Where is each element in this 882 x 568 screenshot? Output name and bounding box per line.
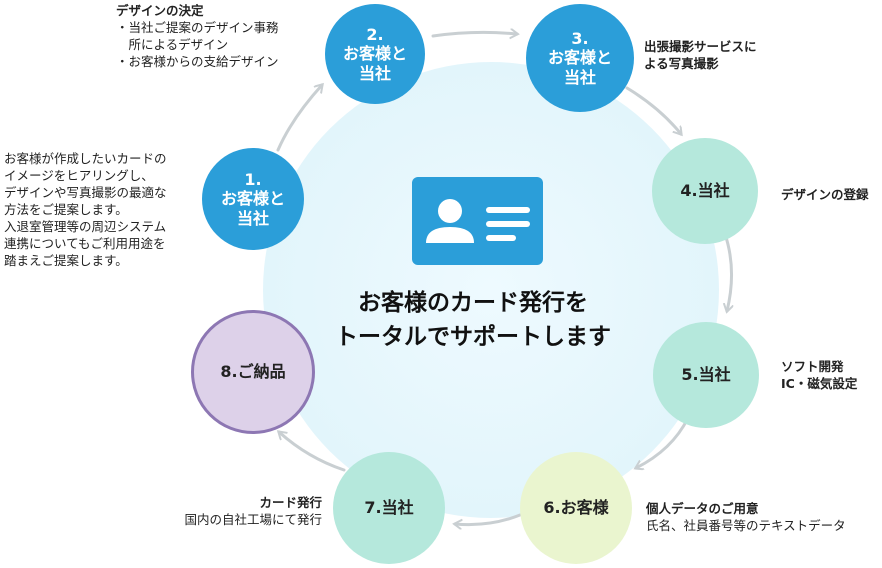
arrow-3-to-4 <box>625 86 681 134</box>
step-2-note-title: デザインの決定 <box>116 3 204 18</box>
step-5-note-line: IC・磁気設定 <box>781 376 858 391</box>
step-7-label: 7.当社 <box>364 498 414 518</box>
step-8-label: 8.ご納品 <box>220 362 286 382</box>
step-6-label: 6.お客様 <box>543 498 609 518</box>
center-line-1: お客様のカード発行を <box>358 290 588 316</box>
step-1-note-line: 方法をご提案します。 <box>4 202 128 217</box>
step-6-note-line: 氏名、社員番号等のテキストデータ <box>646 518 846 533</box>
step-2-note-line: ・お客様からの支給デザイン <box>116 54 279 69</box>
step-4-label: 4.当社 <box>680 181 730 201</box>
step-4-note-line: デザインの登録 <box>781 187 869 202</box>
step-2-note: デザインの決定 ・当社ご提案のデザイン事務 所によるデザイン ・お客様からの支給… <box>116 2 279 70</box>
step-1-node: 1. お客様と 当社 <box>202 148 304 250</box>
arrow-5-to-6 <box>636 416 690 468</box>
step-1-note-line: 踏まえご提案します。 <box>4 253 128 268</box>
arrow-4-to-5 <box>725 232 732 311</box>
step-2-node: 2. お客様と 当社 <box>325 4 425 104</box>
step-1-note-line: デザインや写真撮影の最適な <box>4 185 167 200</box>
arrow-7-to-8 <box>279 432 346 472</box>
step-6-node: 6.お客様 <box>520 452 632 564</box>
step-3-note-line: 出張撮影サービスに <box>644 39 757 54</box>
arrow-1-to-2 <box>276 85 322 152</box>
step-1-label: 1. お客様と 当社 <box>220 170 285 228</box>
step-1-note-line: イメージをヒアリングし、 <box>4 168 154 183</box>
step-7-node: 7.当社 <box>333 452 445 564</box>
step-7-note: カード発行 国内の自社工場にて発行 <box>184 494 322 528</box>
center-message: お客様のカード発行を トータルでサポートします <box>300 286 646 354</box>
step-1-note-line: 入退室管理等の周辺システム <box>4 219 167 234</box>
step-4-note: デザインの登録 <box>781 186 869 203</box>
step-1-note-line: お客様が作成したいカードの <box>4 151 167 166</box>
step-2-note-line: ・当社ご提案のデザイン事務 <box>116 20 279 35</box>
step-4-node: 4.当社 <box>652 138 758 244</box>
step-2-note-line: 所によるデザイン <box>116 37 229 52</box>
step-7-note-title: カード発行 <box>259 495 322 510</box>
center-line-2: トータルでサポートします <box>335 324 611 350</box>
step-1-note: お客様が作成したいカードの イメージをヒアリングし、 デザインや写真撮影の最適な… <box>4 150 167 269</box>
step-3-note: 出張撮影サービスに よる写真撮影 <box>644 38 757 72</box>
step-3-note-line: よる写真撮影 <box>644 56 719 71</box>
step-5-note: ソフト開発 IC・磁気設定 <box>781 358 857 392</box>
step-5-node: 5.当社 <box>653 322 759 428</box>
arrow-2-to-3 <box>431 32 517 36</box>
step-7-note-line: 国内の自社工場にて発行 <box>184 512 322 527</box>
step-3-node: 3. お客様と 当社 <box>526 4 634 112</box>
background-circle <box>263 62 719 518</box>
step-8-node: 8.ご納品 <box>191 310 315 434</box>
step-5-label: 5.当社 <box>681 365 731 385</box>
step-2-label: 2. お客様と 当社 <box>342 25 407 83</box>
arrow-6-to-7 <box>455 513 522 525</box>
step-6-note: 個人データのご用意 氏名、社員番号等のテキストデータ <box>646 500 846 534</box>
step-1-note-line: 連携についてもご利用用途を <box>4 236 166 251</box>
id-card-icon <box>412 177 543 265</box>
step-5-note-line: ソフト開発 <box>781 359 844 374</box>
step-3-label: 3. お客様と 当社 <box>547 29 612 87</box>
step-6-note-title: 個人データのご用意 <box>646 501 759 516</box>
